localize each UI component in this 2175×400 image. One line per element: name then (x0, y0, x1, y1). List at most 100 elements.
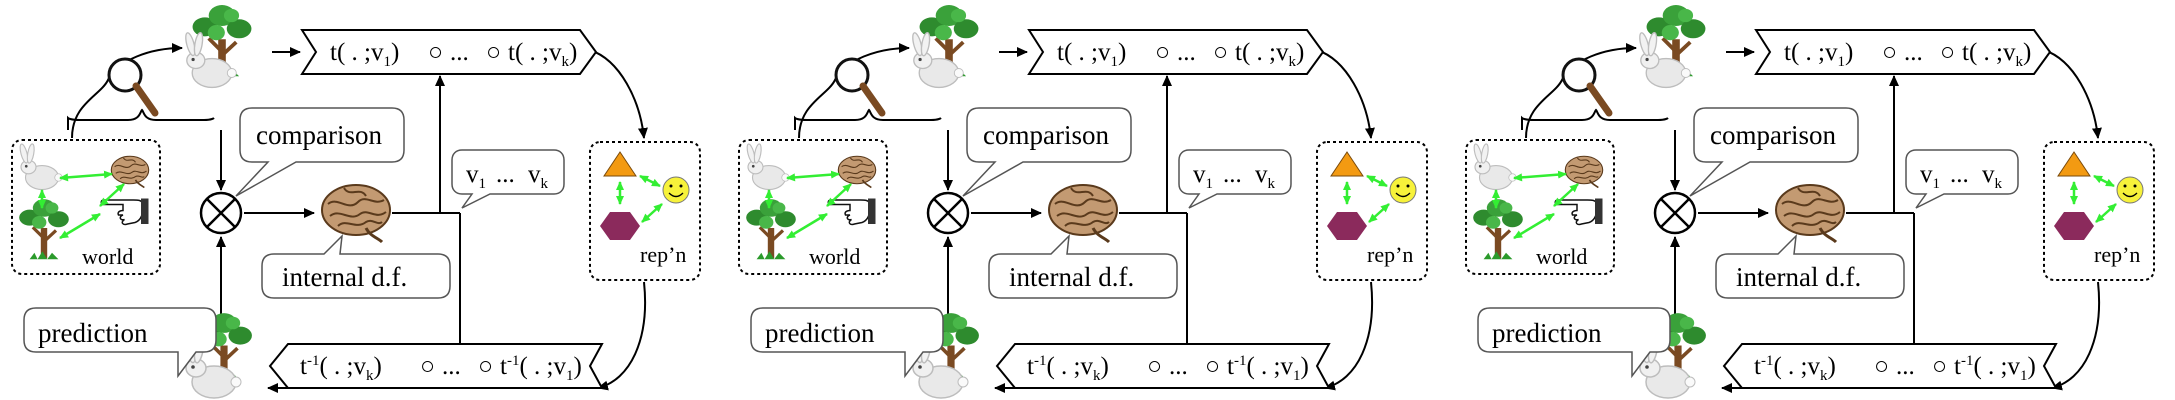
vlist-sub1: 1 (1933, 176, 1941, 192)
forward-circ1: ○ (428, 39, 443, 66)
svg-text:t( . ;vk): t( . ;vk) (1235, 39, 1304, 70)
forward-close2: ) (2023, 39, 2031, 66)
svg-text:v1: v1 (1193, 161, 1213, 192)
vlist-callout: v1 ... vk (1905, 149, 2019, 209)
inverse-mid2: ( . ;v (519, 353, 566, 380)
svg-text:vk: vk (1982, 161, 2003, 192)
forward-circ2: ○ (486, 39, 501, 66)
forward-close1: ) (391, 39, 399, 66)
inverse-t2: t (1954, 353, 1961, 380)
forward-sub1: 1 (1837, 54, 1845, 70)
inverse-dots: ... (442, 353, 461, 380)
inverse-mid1: ( . ;v (1773, 353, 1820, 380)
vlist-subk: k (1268, 176, 1276, 192)
svg-text:t-1( . ;v1): t-1( . ;v1) (500, 353, 582, 384)
brain-icon (1047, 183, 1119, 244)
svg-text:t-1( . ;v1): t-1( . ;v1) (1954, 353, 2036, 384)
internal-label: internal d.f. (282, 262, 407, 292)
inverse-circ1: ○ (1147, 353, 1162, 380)
comparator-icon (1653, 191, 1697, 235)
inverse-chain-box: t-1( . ;vk) ○ ... ○ t-1( . ;v1) (268, 343, 604, 389)
inverse-subk: k (1820, 368, 1828, 384)
inverse-sub1: 1 (1293, 368, 1301, 384)
comparison-label: comparison (256, 120, 382, 150)
forward-circ2: ○ (1213, 39, 1228, 66)
forward-close1: ) (1118, 39, 1126, 66)
inverse-sup2: -1 (1234, 353, 1247, 369)
hexagon-icon (600, 212, 640, 240)
inverse-close2: ) (2027, 353, 2035, 380)
vlist-dots: ... (1223, 161, 1242, 188)
repn-label: rep’n (2094, 242, 2140, 267)
internal-callout: internal d.f. (988, 233, 1178, 299)
inverse-dots: ... (1896, 353, 1915, 380)
forward-subk: k (1288, 54, 1296, 70)
vlist-vk: v (528, 161, 541, 188)
triangle-icon (1330, 151, 1364, 177)
inverse-close1: ) (1827, 353, 1835, 380)
prediction-callout: prediction (1477, 307, 1671, 379)
vlist-callout: v1 ... vk (451, 149, 565, 209)
smiley-icon (2116, 176, 2144, 204)
vlist-sub1: 1 (479, 176, 487, 192)
prediction-callout: prediction (750, 307, 944, 379)
inverse-sup2: -1 (507, 353, 520, 369)
inverse-sup2: -1 (1961, 353, 1974, 369)
vlist-vk: v (1982, 161, 1995, 188)
forward-subk: k (561, 54, 569, 70)
magnifier-icon (109, 59, 155, 113)
panel-2: world t( . ;v1) ○ ... ○ t( . ;vk) compar… (1465, 3, 2155, 399)
internal-callout: internal d.f. (261, 233, 451, 299)
connector-lines (794, 43, 1375, 393)
repn-label: rep’n (640, 242, 686, 267)
svg-text:t( . ;v1): t( . ;v1) (1057, 39, 1126, 70)
world-box: world (11, 139, 161, 275)
forward-t2: t( . ;v (1235, 39, 1289, 66)
inverse-circ1: ○ (420, 353, 435, 380)
world-label: world (82, 244, 133, 269)
world-label: world (809, 244, 860, 269)
forward-chain-box: t( . ;v1) ○ ... ○ t( . ;vk) (1754, 29, 2052, 75)
vlist-dots: ... (496, 161, 515, 188)
vlist-v1: v (466, 161, 479, 188)
forward-circ1: ○ (1155, 39, 1170, 66)
inverse-mid2: ( . ;v (1246, 353, 1293, 380)
svg-text:vk: vk (1255, 161, 1276, 192)
repn-label: rep’n (1367, 242, 1413, 267)
comparator-icon (199, 191, 243, 235)
forward-t1: t( . ;v (330, 39, 384, 66)
inverse-t2: t (1227, 353, 1234, 380)
inverse-sup1: -1 (1034, 353, 1047, 369)
svg-text:t-1( . ;vk): t-1( . ;vk) (300, 353, 382, 384)
repn-box: rep’n (2043, 141, 2155, 281)
panel-1: world t( . ;v1) ○ ... ○ t( . ;vk) compar… (738, 3, 1428, 399)
inverse-circ2: ○ (1932, 353, 1947, 380)
prediction-label: prediction (38, 318, 148, 348)
vlist-subk: k (1995, 176, 2003, 192)
prediction-label: prediction (765, 318, 875, 348)
vlist-v1: v (1920, 161, 1933, 188)
forward-circ2: ○ (1940, 39, 1955, 66)
triangle-icon (603, 151, 637, 177)
forward-t1: t( . ;v (1784, 39, 1838, 66)
inverse-mid2: ( . ;v (1973, 353, 2020, 380)
hexagon-icon (1327, 212, 1367, 240)
panel-0: world t( . ;v1) ○ ... ○ t( . ;v k) compar… (11, 3, 701, 399)
comparator-icon (926, 191, 970, 235)
comparison-callout: comparison (1689, 107, 1859, 197)
brain-icon (1774, 183, 1846, 244)
comparison-callout: comparison (235, 107, 405, 197)
vlist-callout: v1 ... vk (1178, 149, 1292, 209)
forward-t2: t( . ;v (1962, 39, 2016, 66)
svg-text:t( . ;v1): t( . ;v1) (330, 39, 399, 70)
top-observation (1637, 3, 1708, 89)
inverse-circ2: ○ (1205, 353, 1220, 380)
triangle-icon (2057, 151, 2091, 177)
inverse-subk: k (1093, 368, 1101, 384)
forward-sub1: 1 (1110, 54, 1118, 70)
forward-circ1: ○ (1882, 39, 1897, 66)
internal-label: internal d.f. (1736, 262, 1861, 292)
inverse-dots: ... (1169, 353, 1188, 380)
smiley-icon (662, 176, 690, 204)
forward-sub1: 1 (383, 54, 391, 70)
